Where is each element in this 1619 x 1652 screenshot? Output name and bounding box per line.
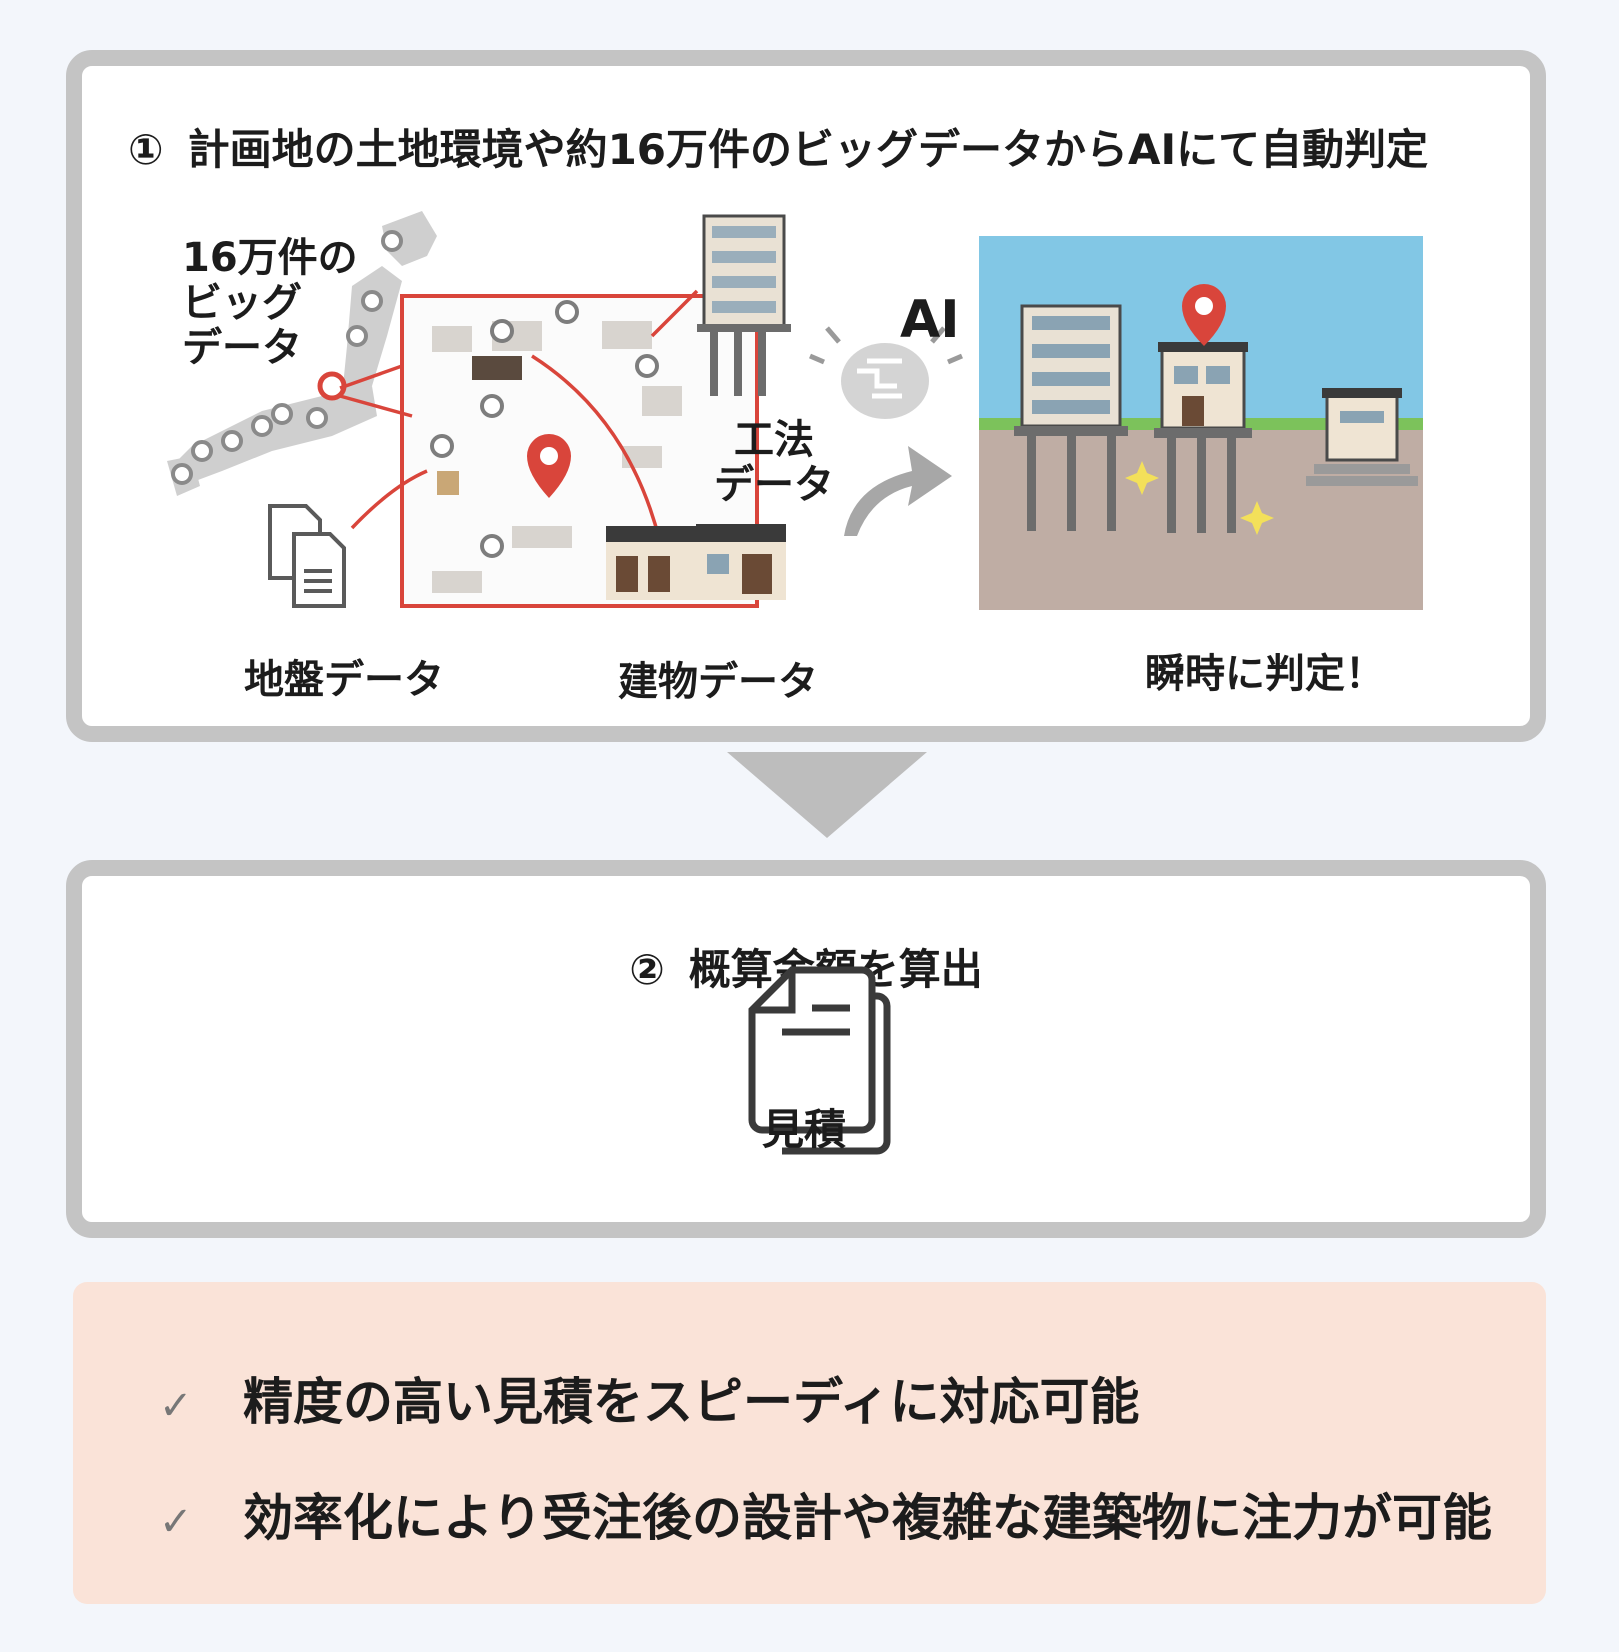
- method-building-icon: [697, 214, 791, 396]
- big-data-label-line3: データ: [182, 324, 302, 371]
- check-icon: ✓: [159, 1499, 193, 1545]
- building-data-houses-icon: [606, 524, 786, 600]
- result-scene: [979, 236, 1423, 610]
- summary-item-text: 精度の高い見積をスピーディに対応可能: [243, 1373, 1140, 1431]
- city-red-pin-icon: [527, 434, 571, 498]
- estimate-document-icon: [748, 966, 891, 1155]
- step1-title-text: 計画地の土地環境や約16万件のビッグデータからAIにて自動判定: [187, 125, 1429, 174]
- ground-data-label: 地盤データ: [244, 657, 444, 703]
- building-data-label: 建物データ: [618, 659, 818, 705]
- summary-item-text: 効率化により受注後の設計や複雑な建築物に注力が可能: [243, 1489, 1492, 1547]
- summary-box: ✓ 精度の高い見積をスピーディに対応可能 ✓ 効率化により受注後の設計や複雑な建築物…: [73, 1282, 1546, 1604]
- summary-item: ✓ 効率化により受注後の設計や複雑な建築物に注力が可能: [159, 1478, 1492, 1550]
- method-data-label: 工法 データ: [714, 418, 834, 508]
- step1-illustration: [167, 211, 1423, 610]
- down-arrow-icon: [727, 752, 927, 838]
- city-pins: [430, 300, 659, 558]
- japan-map: [167, 211, 437, 496]
- big-data-label-line2: ビッグ: [182, 279, 302, 326]
- summary-item: ✓ 精度の高い見積をスピーディに対応可能: [159, 1362, 1140, 1434]
- instant-judgement-label: 瞬時に判定！: [1145, 651, 1385, 697]
- step1-panel: ① 計画地の土地環境や約16万件のビッグデータからAIにて自動判定 16万件の ビ…: [66, 50, 1546, 742]
- step2-panel: ②概算金額を算出 見積: [66, 860, 1546, 1238]
- ai-brain-icon: [809, 326, 963, 419]
- big-data-label: 16万件の ビッグ データ: [182, 236, 358, 370]
- method-data-label-line1: 工法: [734, 417, 814, 463]
- big-data-label-line1: 16万件の: [182, 235, 358, 281]
- estimate-label: 見積: [762, 1105, 847, 1154]
- step2-number: ②: [629, 945, 665, 994]
- process-arrow-icon: [844, 446, 952, 536]
- step1-number: ①: [128, 125, 164, 174]
- ground-data-doc-icon: [268, 504, 346, 608]
- check-icon: ✓: [159, 1383, 193, 1429]
- step1-title: ① 計画地の土地環境や約16万件のビッグデータからAIにて自動判定: [128, 116, 1428, 177]
- map-pins: [171, 230, 403, 485]
- map-red-pin-icon: [317, 371, 347, 401]
- method-data-label-line2: データ: [714, 461, 834, 508]
- ai-label: AI: [900, 290, 960, 350]
